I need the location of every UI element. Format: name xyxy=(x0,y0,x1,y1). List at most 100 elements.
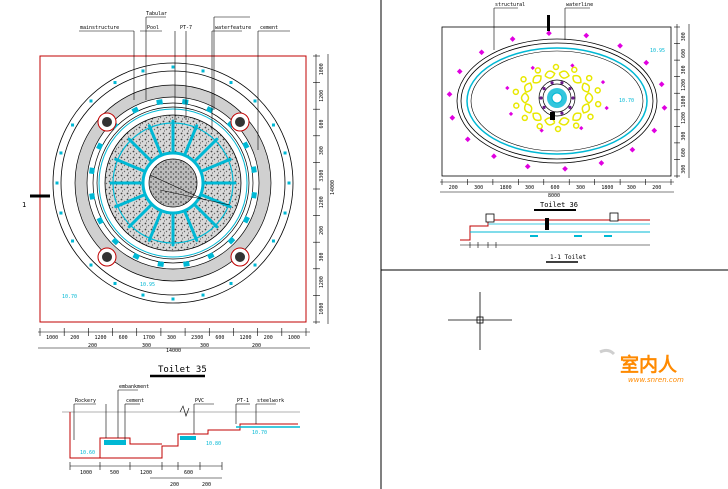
dimension-label: 200 xyxy=(319,226,325,235)
outer-dot xyxy=(283,211,287,215)
dimension-label: 300 xyxy=(681,32,687,41)
flower-petal xyxy=(572,112,582,122)
dimension-label: 200 xyxy=(70,335,79,341)
outer-dot xyxy=(201,69,205,73)
dimension-label: 2300 xyxy=(191,335,203,341)
flower-bud xyxy=(554,125,562,133)
flower-petal xyxy=(520,92,530,104)
flower-bud xyxy=(512,88,520,96)
ring-block xyxy=(96,142,104,151)
cyan-spokes xyxy=(109,119,237,247)
callout-label: cement xyxy=(126,398,144,404)
plan-a-boundary xyxy=(39,55,307,323)
callout-label: waterline xyxy=(566,2,593,8)
elevation-tag: 10.70 xyxy=(252,430,267,436)
central-stone xyxy=(148,158,198,208)
dimension-label: 1200 xyxy=(319,276,325,288)
magenta-marker xyxy=(464,136,471,143)
snren-watermark-logo: 室内人 www.snren.com xyxy=(599,348,684,384)
flower-petal xyxy=(523,82,533,93)
ring-block xyxy=(205,106,214,114)
ring-block xyxy=(227,236,236,245)
plan-a-callouts: mainstructure Tabular Pool PT-7 waterfea… xyxy=(79,11,290,150)
callout-label: mainstructure xyxy=(80,25,119,31)
magenta-marker xyxy=(604,105,609,111)
outer-dot xyxy=(141,69,145,73)
outer-dot xyxy=(59,211,63,215)
purple-marker xyxy=(542,105,546,110)
ring-block xyxy=(89,167,95,175)
ring-block xyxy=(131,106,140,114)
outer-dot xyxy=(113,281,117,285)
outer-dot xyxy=(113,81,117,85)
outer-dot xyxy=(89,263,93,267)
magenta-marker xyxy=(446,91,453,98)
ring-block xyxy=(181,99,189,105)
dimension-label: 200 xyxy=(170,482,179,488)
outer-dot xyxy=(287,181,291,185)
flower-petal xyxy=(584,92,594,104)
plan-a-title: Toilet 35 xyxy=(158,365,207,375)
viewport-dividers xyxy=(380,0,728,489)
callout-label: PT-7 xyxy=(180,25,192,31)
dimension-label: 300 xyxy=(167,335,176,341)
magenta-marker xyxy=(509,36,516,42)
dimension-label: 1000 xyxy=(288,335,300,341)
outer-dot xyxy=(201,293,205,297)
outer-dot xyxy=(229,281,233,285)
flower-bud xyxy=(534,67,542,74)
dimension-label: 600 xyxy=(681,148,687,157)
magenta-marker xyxy=(539,128,544,133)
outer-dot xyxy=(283,151,287,155)
dimension-label: 1000 xyxy=(46,335,58,341)
magenta-marker xyxy=(579,125,584,131)
callout-label: Pool xyxy=(147,25,159,31)
flower-bud xyxy=(513,102,520,109)
magenta-marker xyxy=(661,104,668,111)
magenta-marker xyxy=(505,85,510,91)
flower-bud xyxy=(594,87,601,94)
magenta-marker xyxy=(524,163,531,170)
magenta-marker xyxy=(583,32,590,39)
elevation-tag: 10.70 xyxy=(62,294,77,300)
dimension-label: 200 xyxy=(264,335,273,341)
spoke-line xyxy=(114,157,145,173)
magenta-marker xyxy=(651,127,658,134)
dimension-total-width: 14000 xyxy=(166,348,181,354)
outer-dot xyxy=(89,99,93,103)
dimension-label: 200 xyxy=(88,343,97,349)
flower-bud xyxy=(587,113,594,120)
dimension-total-height: 14000 xyxy=(330,180,336,195)
spoke-line xyxy=(114,193,145,209)
dimension-label: 600 xyxy=(215,335,224,341)
callout-label: waterfeature xyxy=(215,25,251,31)
magenta-marker xyxy=(600,80,606,85)
flower-petal xyxy=(544,70,556,79)
dimension-label: 1200 xyxy=(681,112,687,124)
magenta-marker xyxy=(546,30,552,37)
ring-block xyxy=(251,191,257,199)
dimension-label: 300 xyxy=(681,132,687,141)
spoke-line xyxy=(194,137,219,162)
fountain-section-b: 1-1 Toilet xyxy=(460,212,650,263)
flower-bud xyxy=(536,122,543,130)
flower-bud xyxy=(520,76,527,83)
elevation-tag: 10.60 xyxy=(80,450,95,456)
dimension-label: 300 xyxy=(576,185,585,191)
crosshair-cursor-icon xyxy=(448,292,512,350)
callout-label: Rockery xyxy=(75,398,96,404)
spoke-line xyxy=(201,157,232,173)
dimension-label: 300 xyxy=(200,343,209,349)
flower-bud xyxy=(552,63,560,71)
dimension-label: 1200 xyxy=(319,90,325,102)
elevation-tag: 10.80 xyxy=(206,441,221,447)
ring-block xyxy=(250,166,257,173)
dimension-label: 1200 xyxy=(681,79,687,91)
watermark-text: 室内人 xyxy=(620,353,678,376)
dimension-label: 1200 xyxy=(140,470,152,476)
ring-block xyxy=(157,261,165,267)
